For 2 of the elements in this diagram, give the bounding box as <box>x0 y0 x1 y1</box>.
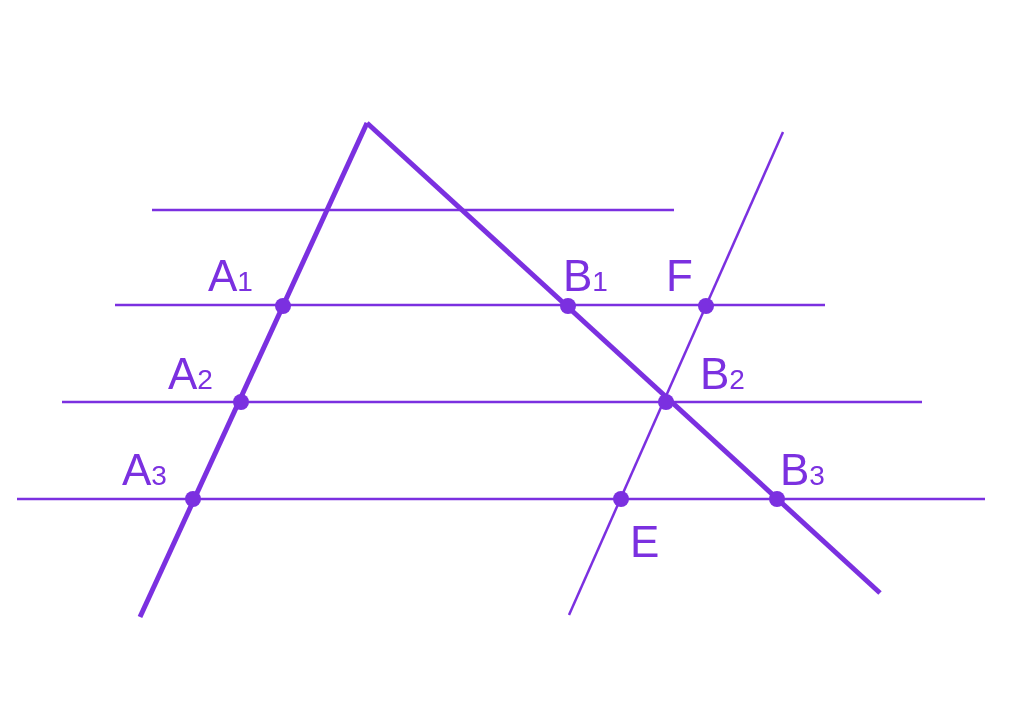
point-label: E <box>630 520 660 564</box>
point-label: F <box>666 254 693 298</box>
